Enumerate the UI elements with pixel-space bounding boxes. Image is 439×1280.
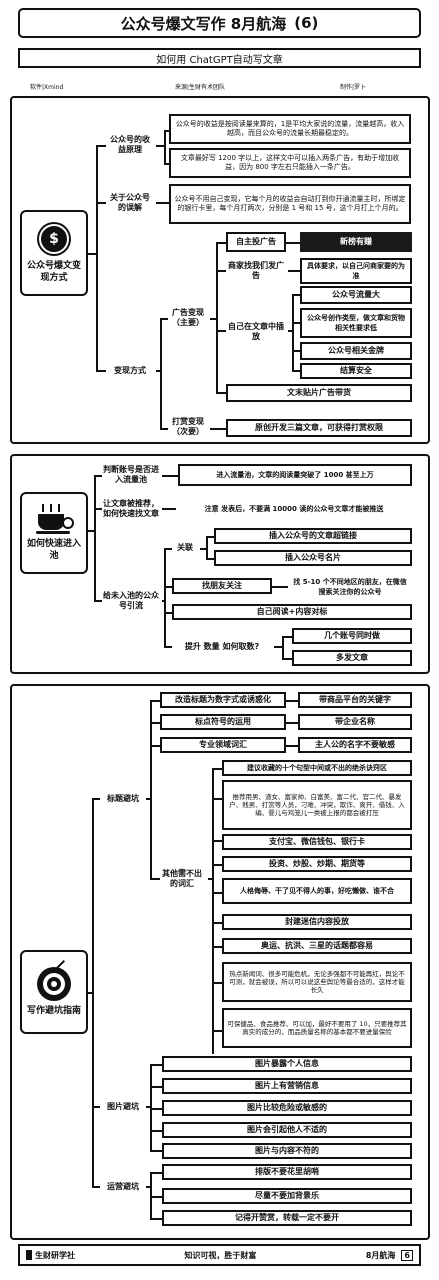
footer-series: 8月航海 xyxy=(365,1250,396,1260)
section-pitfalls xyxy=(10,684,430,1240)
brand-mark-icon xyxy=(26,1250,32,1260)
meta-left: 软件|Xmind xyxy=(30,84,64,91)
revenue-item-2: 文章最好写 1200 字以上，这样文中可以插入两条广告，有助于增加收益，因为 8… xyxy=(169,148,411,178)
pic-item-3: 图片比较危险或敏感的 xyxy=(162,1100,412,1116)
title-bar: 公众号爆文写作 8月航海 (6) xyxy=(18,8,421,38)
inline-ad: 自己在文章中插放 xyxy=(228,322,284,341)
meta-right: 制作|罗卜 xyxy=(340,84,367,91)
op-item-3: 记得开赞赏，转载一定不要开 xyxy=(162,1210,412,1226)
misconception-item: 公众号不用自己变现，它每个月的收益会自动打到你开通流量主时，所绑定的银行卡里，每… xyxy=(169,184,411,224)
count-item-1: 几个账号同时做 xyxy=(292,628,412,644)
inline-detail-4: 结算安全 xyxy=(300,363,412,379)
find-friends: 找朋友关注 xyxy=(172,578,272,594)
tip-detail: 原创开发三篇文章，可获得打赏权限 xyxy=(226,419,412,437)
branch-recommend: 让文章被推荐，如何快速找文章 xyxy=(103,499,159,518)
other-item-4: 投资、炒股、炒期、期货等 xyxy=(222,856,412,872)
inline-detail-1: 公众号流量大 xyxy=(300,286,412,304)
self-read: 自己阅读+内容对标 xyxy=(172,604,412,620)
inline-detail-3: 公众号相关金牌 xyxy=(300,342,412,360)
assoc-item-1: 插入公众号的文章超链接 xyxy=(214,528,412,544)
page-number: (6) xyxy=(294,14,319,32)
section2-title: 如何快速进入池 xyxy=(26,539,81,561)
section-monetization xyxy=(10,96,430,444)
pic-item-5: 图片与内容不符的 xyxy=(162,1143,412,1159)
friends-detail: 找 5-10 个不同地区的朋友，在微信搜索关注你的公众号 xyxy=(293,578,407,596)
target-dart-icon xyxy=(37,959,71,1001)
subtitle: 如何用 ChatGPT自动写文章 xyxy=(156,54,283,66)
other-item-7: 奥运、抗洪、三星的话题都容易 xyxy=(222,938,412,954)
branch-title-pitfall: 标题避坑 xyxy=(107,794,139,803)
self-ad: 自主投广告 xyxy=(226,232,286,252)
assoc-item-2: 插入公众号名片 xyxy=(214,550,412,566)
self-ad-detail: 新榜有赚 xyxy=(300,232,412,252)
section-pool xyxy=(10,454,430,674)
pic-item-4: 图片会引起他人不适的 xyxy=(162,1122,412,1138)
inline-detail-2: 公众号创作类型，做文章和货物相关性要求低 xyxy=(300,308,412,338)
dollar-coin-icon: $ xyxy=(37,222,71,256)
other-words-header: 其他需不出的词汇 xyxy=(162,869,202,888)
branch-pic-pitfall: 图片避坑 xyxy=(107,1102,139,1111)
branch-revenue-principle: 公众号的收益原理 xyxy=(110,135,150,154)
other-item-5: 人格侮辱、干了见不得人的事，好吃懒做、谁不合 xyxy=(222,878,412,904)
footer-right: 8月航海 6 xyxy=(365,1249,413,1261)
judge-pool-item: 进入流量池，文章的阅读量突破了 1000 甚至上万 xyxy=(178,464,412,486)
title-right-3: 主人公的名字不要敏感 xyxy=(298,737,412,753)
op-item-1: 排版不要花里胡哨 xyxy=(162,1164,412,1180)
footer-num: 6 xyxy=(401,1249,413,1261)
other-item-6: 封建迷信内容投放 xyxy=(222,914,412,930)
tip-monetize: 打赏变现（次要） xyxy=(172,417,204,436)
page-title: 公众号爆文写作 8月航海 xyxy=(120,14,287,33)
footer-left: 生财研学社 xyxy=(26,1250,75,1261)
business-ad: 商家找我们发广告 xyxy=(228,261,284,280)
section1-card: $ 公众号爆文变现方式 xyxy=(20,210,88,296)
section3-title: 写作避坑指南 xyxy=(26,1006,81,1016)
footer-mid: 知识可视，胜于财富 xyxy=(184,1250,257,1260)
section1-title: 公众号爆文变现方式 xyxy=(26,261,81,283)
recommend-item: 注意 发表后，不要满 10000 读的公众号文章才能被推送 xyxy=(204,505,384,513)
other-item-8: 热点新闻词、很多可能危机，无论多强都不可能再红，舆论不可测，就会被误，所以可以说… xyxy=(222,962,412,1002)
section3-card: 写作避坑指南 xyxy=(20,950,88,1034)
section2-card: 如何快速进入池 xyxy=(20,492,88,574)
title-item-3: 专业领域词汇 xyxy=(160,737,286,753)
branch-judge-pool: 判断账号是否进入流量池 xyxy=(103,465,159,484)
branch-op-pitfall: 运营避坑 xyxy=(107,1182,139,1191)
coffee-cup-icon xyxy=(36,504,74,534)
pic-item-1: 图片暴露个人信息 xyxy=(162,1056,412,1072)
business-ad-detail: 具体要求，以自己问商家要的为准 xyxy=(300,258,412,284)
title-right-1: 带商品平台的关键字 xyxy=(298,692,412,708)
revenue-item-1: 公众号的收益是按阅读量来算的，1是平均大家说的流量，流量越高，收入越高，而且公众… xyxy=(169,114,411,144)
other-item-2: 推荐用男、渣女、富家帅、白富美、富二代、官二代、暴发户、贱男、打赏等人员，刁难、… xyxy=(222,780,412,830)
footer-brand: 生财研学社 xyxy=(35,1250,75,1260)
branch-misconception: 关于公众号的误解 xyxy=(110,193,150,212)
meta-mid: 来源|生财有术团队 xyxy=(175,84,226,91)
count-item-2: 多发文章 xyxy=(292,650,412,666)
tail-ad: 文末贴片广告带货 xyxy=(226,384,412,402)
link-assoc: 关联 xyxy=(177,543,193,552)
pic-item-2: 图片上有营销信息 xyxy=(162,1078,412,1094)
footer-bar: 生财研学社 知识可视，胜于财富 8月航海 6 xyxy=(18,1244,421,1266)
title-item-2: 标点符号的运用 xyxy=(160,714,286,730)
other-item-3: 支付宝、微信钱包、银行卡 xyxy=(222,834,412,850)
other-item-9: 可保健品、食品推荐、可以加，最好不要用了 10，只要推荐其真实的成分的，而品质量… xyxy=(222,1008,412,1048)
title-item-1: 改造标题为数字式或诱惑化 xyxy=(160,692,286,708)
ad-monetize: 广告变现（主要） xyxy=(172,308,204,327)
branch-monetize-method: 变现方式 xyxy=(114,366,146,375)
other-item-1: 建议收藏的十个句型中间或不出的绝杀诀窍区 xyxy=(222,760,412,776)
title-right-2: 带企业名称 xyxy=(298,714,412,730)
improve-count: 提升 数量 如何取数? xyxy=(184,642,260,651)
op-item-2: 尽量不要加背景乐 xyxy=(162,1188,412,1204)
subtitle-bar: 如何用 ChatGPT自动写文章 xyxy=(18,48,421,68)
branch-traffic: 给未入池的公众号引流 xyxy=(103,591,159,610)
